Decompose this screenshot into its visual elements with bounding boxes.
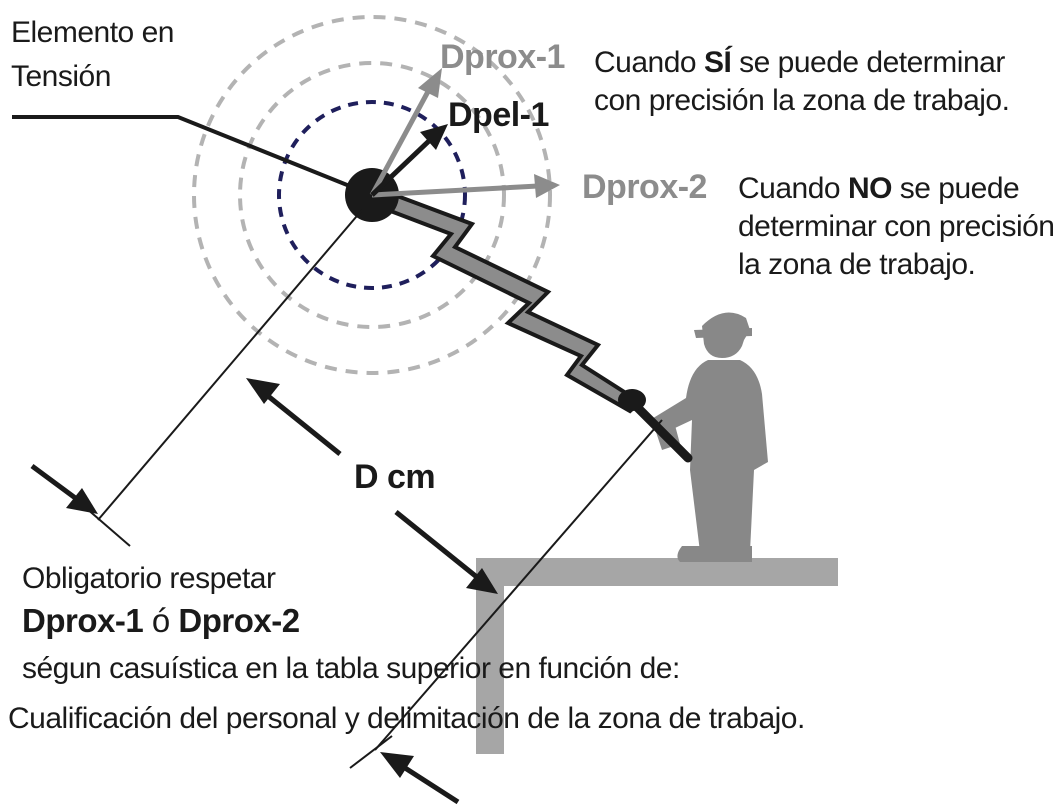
note-si-suffix: se puede determinar (731, 46, 1005, 79)
element-label-line2: Tensión (11, 60, 111, 93)
dprox1-arrow (369, 84, 434, 197)
dimension-line-left (97, 209, 363, 521)
note-no-line1: Cuando NO se puede (738, 170, 1020, 208)
dpel1-arrow (370, 136, 434, 197)
note-no-line2: determinar con precisión (738, 210, 1055, 243)
note-no-line3: la zona de trabajo. (738, 248, 976, 281)
dprox2-arrow (371, 183, 539, 198)
dpel1-label: Dpel-1 (448, 96, 549, 134)
dprox1-arrowhead (418, 68, 442, 98)
note-si-emph: SÍ (703, 46, 732, 79)
bottom-line1: Obligatorio respetar (22, 562, 276, 595)
hot-stick-tool (618, 389, 646, 411)
dpel1-arrowhead (420, 124, 448, 150)
conductor-line (12, 115, 373, 197)
note-no-prefix: Cuando (738, 172, 848, 205)
bottom-line4: Cualificación del personal y delimitació… (8, 702, 805, 735)
dimension-tick-left (85, 507, 131, 547)
distance-label: D cm (354, 458, 436, 496)
lightning-arc-icon (369, 185, 644, 414)
note-si-line2: con precisión la zona de trabajo. (594, 84, 1010, 117)
dprox1-label: Dprox-1 (440, 38, 565, 76)
dprox2-arrowhead (534, 174, 560, 198)
bottom-term2: Dprox-2 (178, 602, 300, 639)
bottom-term1: Dprox-1 (22, 602, 144, 639)
bottom-line3: ségun casuística en la tabla superior en… (22, 652, 680, 685)
dimension-arrows (30, 378, 498, 805)
bottom-line2: Dprox-1 ó Dprox-2 (22, 602, 300, 640)
bottom-connector: ó (143, 602, 179, 639)
note-no-emph: NO (847, 172, 893, 205)
dpel-circle (277, 100, 467, 290)
note-si-prefix: Cuando (594, 46, 704, 79)
note-si-line1: Cuando SÍ se puede determinar (594, 44, 1005, 82)
note-no-suffix: se puede (891, 172, 1020, 205)
dimension-line-right (374, 419, 663, 751)
dprox-inner-circle (238, 61, 506, 329)
element-label-line1: Elemento en (11, 16, 174, 49)
dprox-outer-circle (192, 15, 552, 375)
dimension-tick-right (349, 735, 393, 769)
dprox2-label: Dprox-2 (582, 168, 707, 206)
platform (476, 558, 838, 754)
